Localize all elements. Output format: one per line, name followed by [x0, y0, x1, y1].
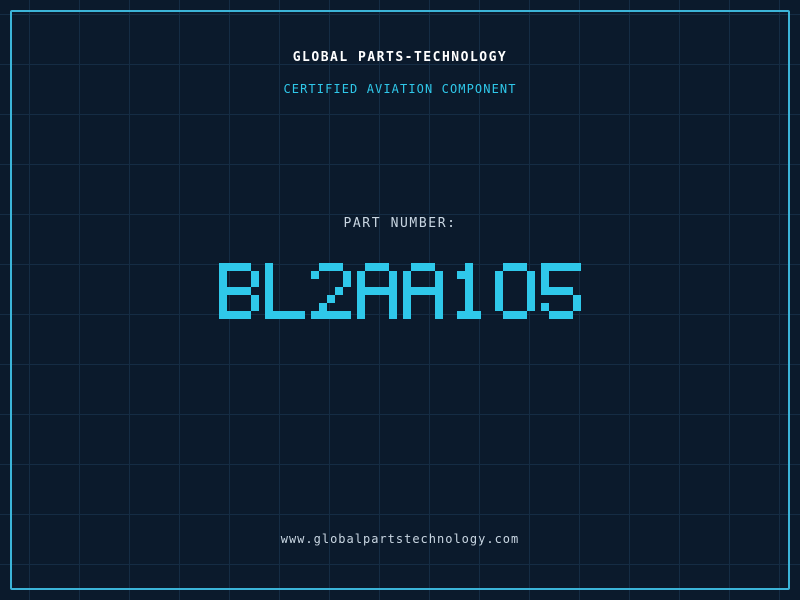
part-number-glyph: [541, 263, 581, 319]
website-url: www.globalpartstechnology.com: [280, 532, 520, 546]
part-number-display: [219, 263, 581, 319]
part-number-glyph: [265, 263, 305, 319]
part-number-glyph: [403, 263, 443, 319]
part-number-glyph: [449, 263, 489, 319]
part-number-glyph: [495, 263, 535, 319]
part-number-glyph: [311, 263, 351, 319]
part-number-label: PART NUMBER:: [343, 216, 457, 231]
company-name: GLOBAL PARTS-TECHNOLOGY: [292, 50, 508, 65]
certification-subtitle: CERTIFIED AVIATION COMPONENT: [283, 82, 517, 96]
part-number-glyph: [219, 263, 259, 319]
part-number-glyph: [357, 263, 397, 319]
